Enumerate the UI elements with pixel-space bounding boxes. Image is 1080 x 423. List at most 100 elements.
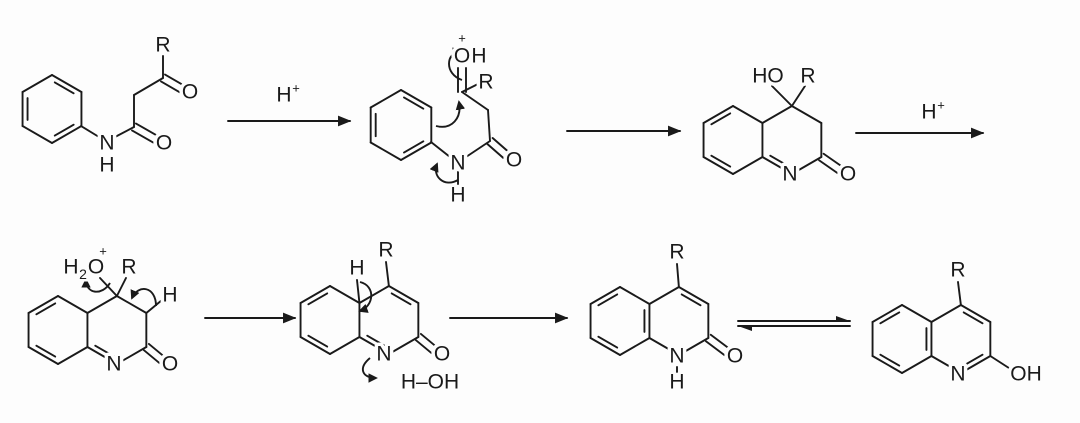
ring-bond xyxy=(115,346,148,365)
ring-bond xyxy=(358,336,390,355)
m4-r-group: R xyxy=(121,256,136,279)
ch2-ketone-bond xyxy=(133,77,164,96)
ring-bond xyxy=(677,286,710,305)
ch2-bond xyxy=(487,109,491,142)
equilibrium-arrows xyxy=(737,316,851,331)
ring-double-bond xyxy=(680,293,702,307)
ring-bond xyxy=(901,304,933,323)
m6-nh-hydrogen: H xyxy=(669,371,684,394)
ring-bond xyxy=(901,355,933,374)
ring-bond xyxy=(702,105,734,124)
ring-bond xyxy=(790,105,823,124)
m3-r-group: R xyxy=(800,65,815,88)
curly-arrow-water-leaving xyxy=(81,278,111,293)
amide-c-o-double-bond xyxy=(486,143,505,159)
c-h-bond xyxy=(145,299,163,314)
m5-nitrogen: N xyxy=(376,343,391,366)
m3-hydroxyl: HO xyxy=(752,65,784,88)
ring-bond xyxy=(761,156,793,175)
curly-arrow-carbonyl-protonation xyxy=(448,47,463,81)
c-o-double-bond xyxy=(414,339,433,355)
m7-nitrogen: N xyxy=(950,363,965,386)
m6-r-group: R xyxy=(669,241,684,264)
c-o-double-bond xyxy=(147,342,166,358)
ring-double-bond xyxy=(307,292,329,306)
c-oh-bond xyxy=(771,85,793,107)
ring-bond xyxy=(930,304,962,323)
curly-arrow-ring-attack xyxy=(435,100,466,128)
reagent-acid-3: H xyxy=(921,101,936,124)
m1-amide-oxygen: O xyxy=(156,132,172,155)
c-o-double-bond xyxy=(822,152,844,168)
c-h-bond xyxy=(356,279,361,304)
benzene-bond xyxy=(369,89,402,109)
ring-bond xyxy=(959,355,992,374)
m4-nitrogen: N xyxy=(106,353,121,376)
curly-arrow-nh-push xyxy=(429,162,459,184)
curly-arrows xyxy=(81,47,466,383)
ring-bond xyxy=(387,336,420,355)
m1-ketone-oxygen: O xyxy=(182,81,198,104)
ring-bond xyxy=(959,304,992,323)
ring-bond xyxy=(86,295,118,314)
m5-carbonyl-oxygen: O xyxy=(434,343,450,366)
m2-amide-nitrogen: N xyxy=(450,152,465,175)
ring-double-bond xyxy=(710,112,732,126)
c-r-bond xyxy=(676,263,680,288)
reagent-acid-1-charge: + xyxy=(292,81,300,96)
c-o-double-bond xyxy=(419,332,438,348)
ring-double-bond xyxy=(597,335,619,349)
ring-bond xyxy=(648,286,680,305)
m3-nitrogen: N xyxy=(782,163,797,186)
ring-bond xyxy=(27,295,59,314)
benzene-double-bond xyxy=(53,123,75,137)
c-oh-bond xyxy=(989,355,1013,371)
ring-double-bond xyxy=(879,353,901,367)
m2-amide-oxygen: O xyxy=(506,149,522,172)
benzene-double-bond xyxy=(403,96,425,110)
ring-double-bond xyxy=(597,293,619,307)
ring-bond xyxy=(790,156,823,175)
atom-labels: H + H + R O N H O O H + R N H O HO R N O… xyxy=(60,30,1045,397)
ring-double-bond xyxy=(710,154,732,168)
curly-arrow-ch-elimination xyxy=(130,288,157,307)
c-o-double-bond xyxy=(704,340,726,357)
benzene-bond xyxy=(400,141,433,161)
benzene-bond xyxy=(400,89,433,109)
ring-bond xyxy=(358,285,390,304)
m6-nitrogen: N xyxy=(669,345,684,368)
c-r-bond xyxy=(115,277,127,297)
ring-bond xyxy=(871,355,903,374)
ketone-c-o-double-bond xyxy=(164,73,185,87)
ring-double-bond xyxy=(879,311,901,325)
m1-r-group: R xyxy=(155,34,170,57)
reverse-half-arrowhead xyxy=(738,326,752,331)
bonds-layer xyxy=(21,55,1013,374)
benzene-bond xyxy=(21,74,53,93)
imine-double-bond xyxy=(769,154,791,168)
c-o-double-bond xyxy=(818,159,839,175)
m4-carbonyl-oxygen: O xyxy=(162,353,178,376)
ring-bond xyxy=(387,285,420,304)
n-carbonyl-bond xyxy=(114,126,135,138)
m2-oxonium-charge: + xyxy=(458,31,466,46)
n-aryl-bond xyxy=(80,125,100,138)
benzene-bond xyxy=(21,125,53,144)
reaction-arrows xyxy=(204,115,985,331)
ring-bond xyxy=(27,346,59,365)
imine-double-bond xyxy=(94,344,116,358)
ring-bond xyxy=(299,336,331,355)
benzene-bond xyxy=(51,125,83,144)
ring-bond xyxy=(677,337,710,356)
ring-double-bond xyxy=(962,311,984,325)
reagent-acid-1: H xyxy=(276,84,291,107)
benzene-double-bond xyxy=(403,140,425,154)
ring-bond xyxy=(732,105,764,124)
ring-bond xyxy=(761,105,793,124)
amide-c-o-double-bond xyxy=(135,122,158,137)
c-r-bond xyxy=(790,85,806,107)
benzene-bond xyxy=(51,74,83,93)
m5-ring-hydrogen: H xyxy=(349,257,364,280)
m7-hydroxyl: OH xyxy=(1010,363,1042,386)
m3-carbonyl-oxygen: O xyxy=(840,163,856,186)
